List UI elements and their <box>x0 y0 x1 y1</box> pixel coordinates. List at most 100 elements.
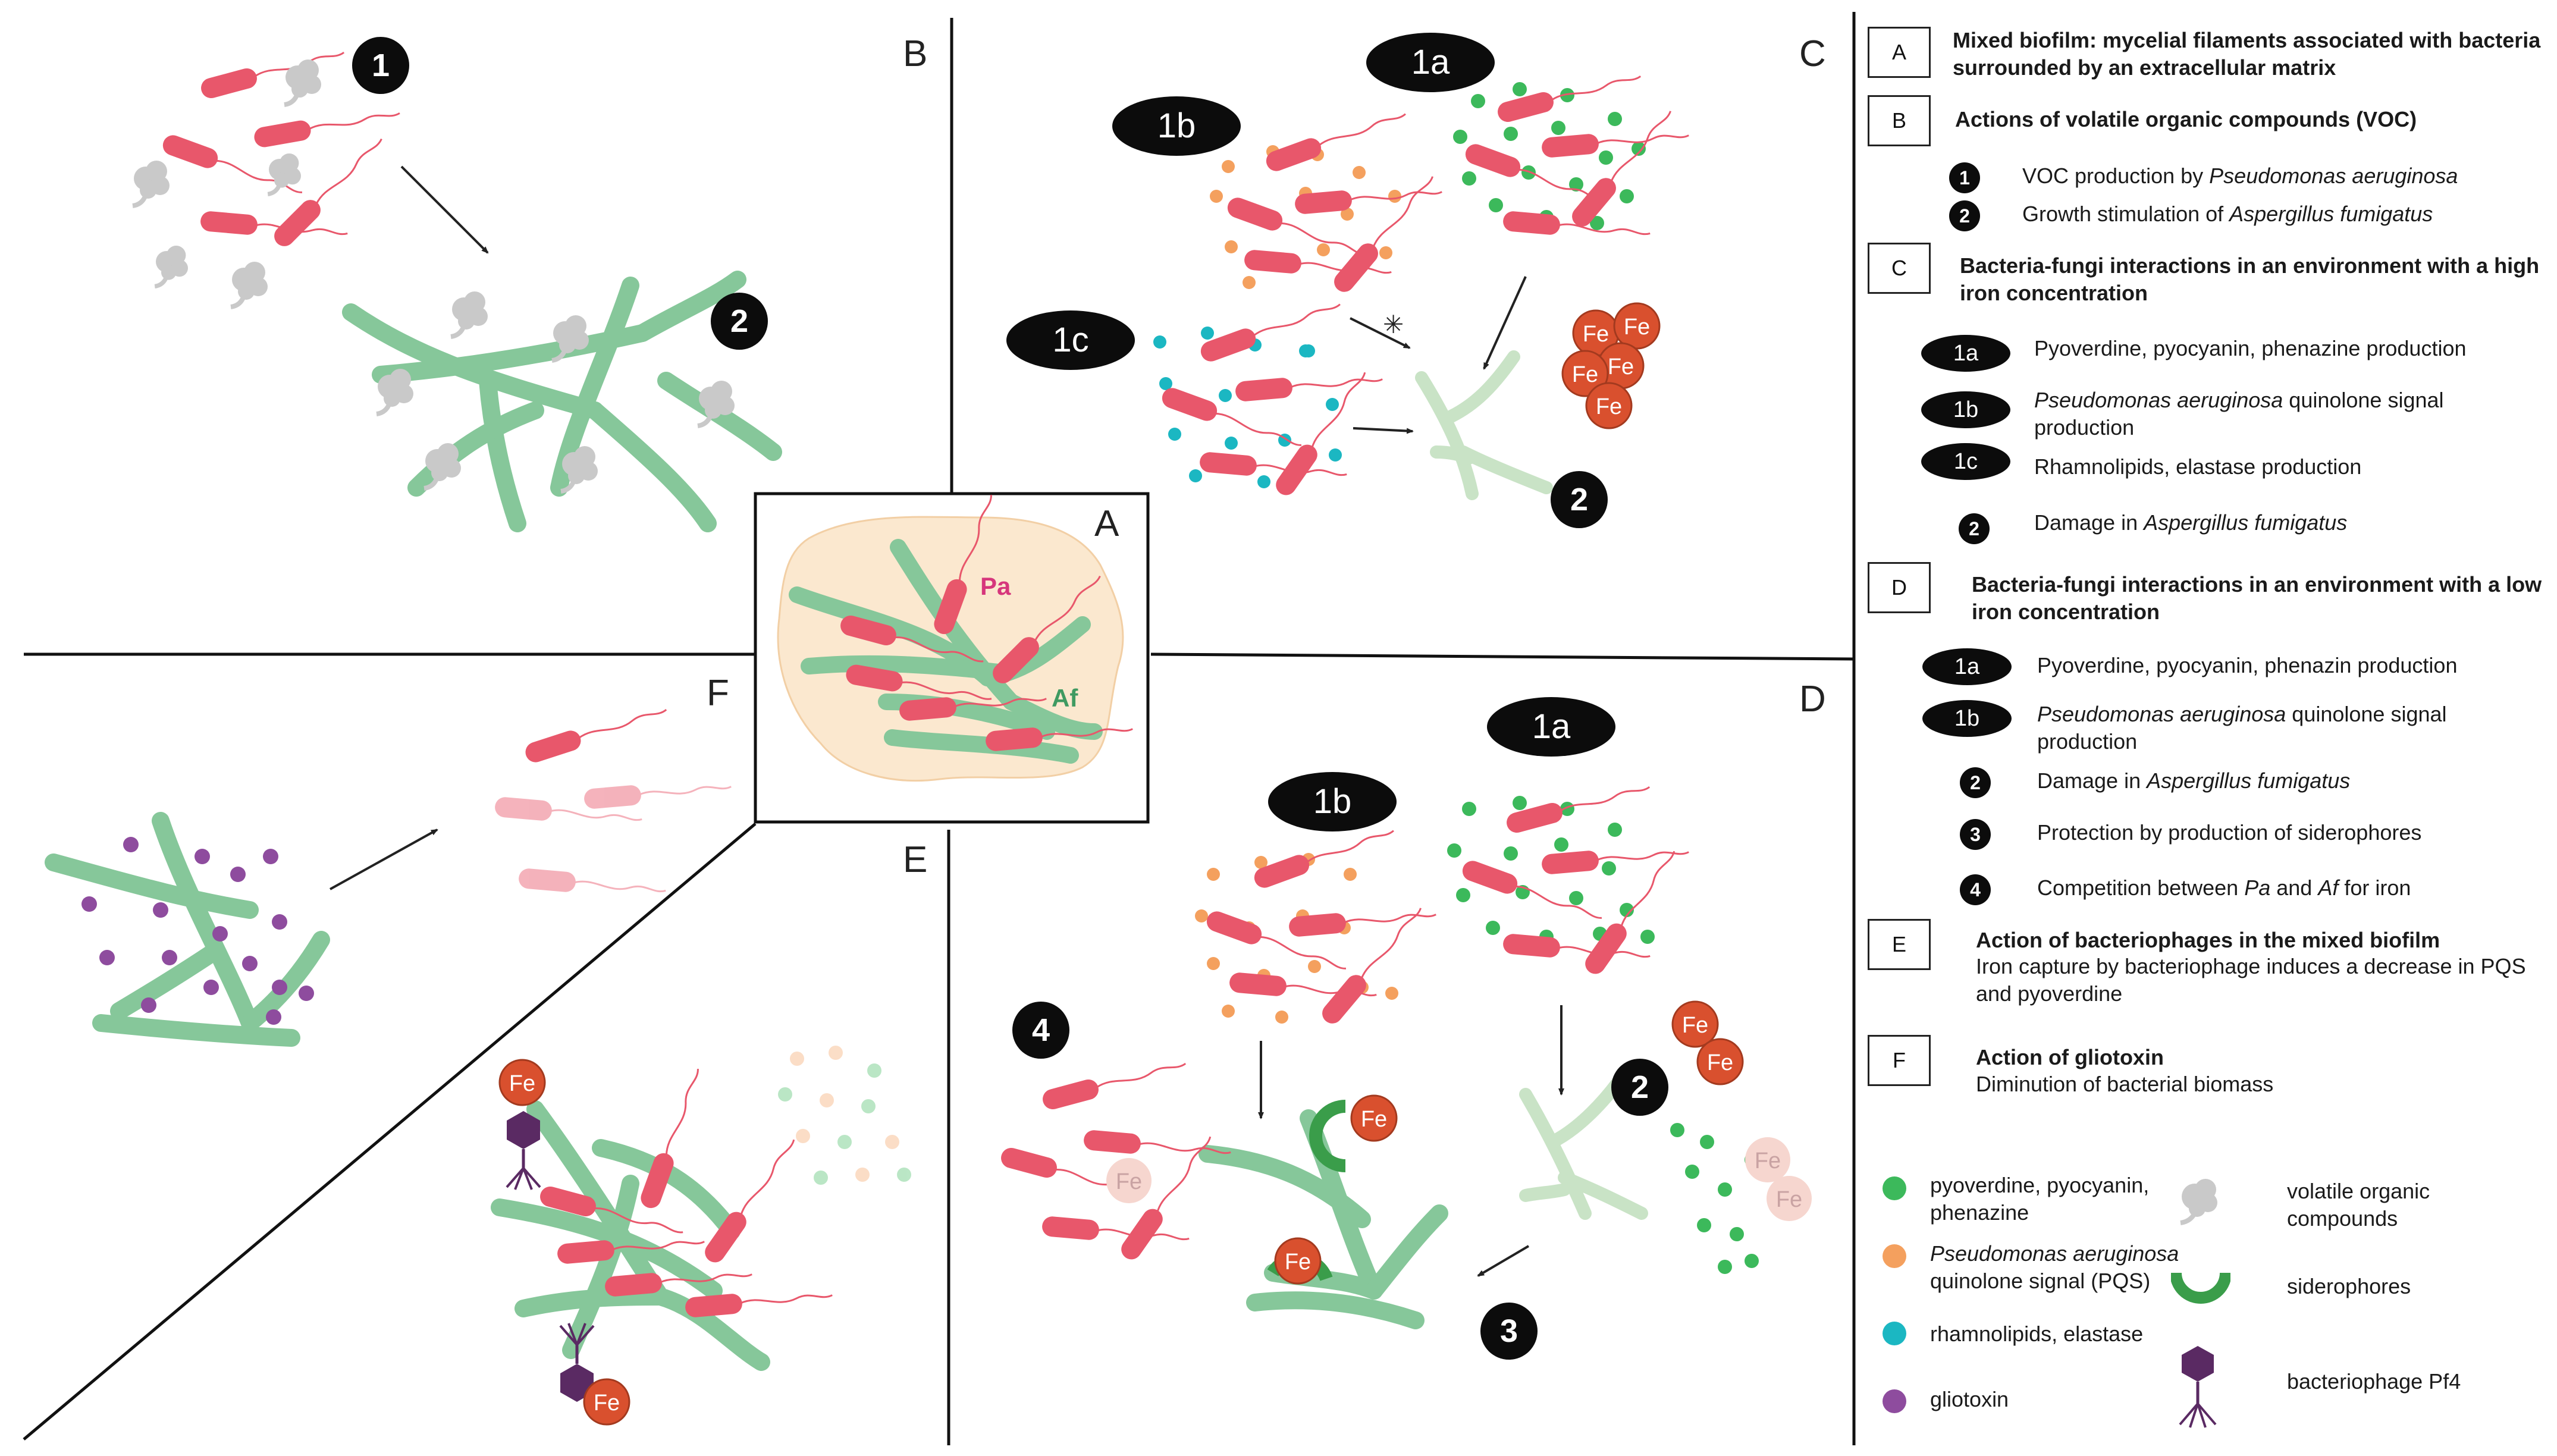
badge-1a-d <box>1487 697 1615 757</box>
legend-a-title: Mixed biofilm: mycelial filaments associ… <box>1953 28 2541 80</box>
fe-label: Fe <box>509 1071 535 1096</box>
fe-label: Fe <box>1572 362 1598 387</box>
badge-1c-c-text: 1c <box>1052 321 1088 359</box>
fe-label: Fe <box>1682 1013 1708 1038</box>
panel-b-illustration <box>133 42 782 532</box>
legend-box-c: C <box>1868 243 1931 294</box>
badge-4-d-text: 4 <box>1032 1012 1050 1048</box>
legend-c-item-1c: Rhamnolipids, elastase production <box>2034 454 2362 479</box>
legend-f-title: Action of gliotoxin <box>1976 1045 2164 1069</box>
key-phage-label: bacteriophage Pf4 <box>2287 1369 2461 1394</box>
fe-label: Fe <box>1624 315 1650 340</box>
green-dot-icon <box>1883 1176 1906 1200</box>
fe-label: Fe <box>1116 1169 1142 1194</box>
legend-d-item-1a: Pyoverdine, pyocyanin, phenazin producti… <box>2037 653 2458 677</box>
iron-phage-e: Fe Fe <box>498 1059 630 1426</box>
panel-label-f: F <box>707 673 729 714</box>
badge-2-b-text: 2 <box>730 303 748 339</box>
siderophores-d: Fe Fe Fe <box>1106 1094 1398 1285</box>
badge-1-b <box>352 37 409 94</box>
panel-label-b: B <box>903 33 928 74</box>
panel-label-a: A <box>1094 503 1119 544</box>
badge-3-d-text: 3 <box>1500 1313 1518 1349</box>
badge-2-b <box>711 293 768 350</box>
badge-1a-d-text: 1a <box>1532 707 1571 746</box>
fe-label: Fe <box>1755 1149 1781 1173</box>
legend-badge: 3 <box>1960 819 1991 850</box>
legend-e-body: Iron capture by bacteriophage induces a … <box>1976 954 2526 1006</box>
legend-d-item-3: Protection by production of siderophores <box>2037 820 2422 845</box>
legend-d-item-1b: Pseudomonas aeruginosa quinolone signal … <box>2037 702 2447 754</box>
pa-label: Pa <box>980 572 1011 600</box>
legend-box-f: F <box>1868 1035 1931 1086</box>
badge-1b-d-text: 1b <box>1313 782 1352 821</box>
badge-1b-c <box>1112 96 1241 156</box>
legend-box-b: B <box>1868 95 1931 146</box>
legend-c-title: Bacteria-fungi interactions in an enviro… <box>1960 253 2540 305</box>
fe-label: Fe <box>594 1391 620 1416</box>
legend-d-item-4: Competition between Pa and Af for iron <box>2037 876 2411 900</box>
panel-label-d: D <box>1799 679 1826 720</box>
cyan-dot-icon <box>1883 1322 1906 1345</box>
legend-badge: 1a <box>1922 648 2012 685</box>
legend-badge: 1c <box>1921 443 2010 480</box>
legend-f-body: Diminution of bacterial biomass <box>1976 1072 2274 1096</box>
af-label: Af <box>1052 684 1078 712</box>
key-purple-label: gliotoxin <box>1930 1387 2009 1411</box>
legend-badge: 2 <box>1960 767 1991 798</box>
fe-label: Fe <box>1583 322 1609 347</box>
fe-label: Fe <box>1361 1107 1387 1132</box>
badge-1a-c-text: 1a <box>1411 43 1450 81</box>
legend-b-title: Actions of volatile organic compounds (V… <box>1955 107 2417 131</box>
legend-b-item-1: VOC production by Pseudomonas aeruginosa <box>2022 164 2458 188</box>
badge-1b-c-text: 1b <box>1157 106 1196 145</box>
legend-badge: 2 <box>1949 200 1980 231</box>
legend-c-item-2: Damage in Aspergillus fumigatus <box>2034 510 2348 535</box>
badge-1c-c <box>1006 310 1135 370</box>
purple-dot-icon <box>1883 1389 1906 1413</box>
legend-d-item-2: Damage in Aspergillus fumigatus <box>2037 768 2351 793</box>
badge-1a-c <box>1366 33 1495 92</box>
panel-label-e: E <box>903 839 928 880</box>
voc-cloud-icon <box>2180 1179 2217 1225</box>
legend-badge: 2 <box>1959 513 1990 544</box>
badge-2-d-text: 2 <box>1631 1069 1649 1105</box>
badge-1b-d <box>1268 772 1397 831</box>
panel-borders <box>23 12 1856 1445</box>
legend-c-item-1b: Pseudomonas aeruginosa quinolone signal … <box>2034 388 2444 440</box>
fe-label: Fe <box>1776 1187 1802 1212</box>
legend-badge: 1b <box>1921 391 2010 428</box>
key-icons-left <box>1883 1176 1906 1345</box>
legend-box-a: A <box>1868 27 1931 78</box>
badge-2-d <box>1611 1059 1668 1116</box>
legend-d-title: Bacteria-fungi interactions in an enviro… <box>1972 572 2542 624</box>
iron-cluster-d: Fe Fe Fe Fe <box>1670 1000 1812 1274</box>
key-siderophore-label: siderophores <box>2287 1274 2411 1298</box>
legend-b-item-2: Growth stimulation of Aspergillus fumiga… <box>2022 202 2433 226</box>
key-voc-label: volatile organic compounds <box>2287 1179 2430 1231</box>
panel-d-illustration <box>997 776 1691 1329</box>
panel-a-illustration <box>777 490 1135 782</box>
fe-label: Fe <box>1596 394 1622 419</box>
legend-badge: 1a <box>1921 335 2010 372</box>
legend-box-e: E <box>1868 919 1931 970</box>
badge-4-d <box>1012 1002 1069 1059</box>
siderophore-icon <box>2171 1272 2230 1304</box>
key-cyan-label: rhamnolipids, elastase <box>1930 1322 2144 1346</box>
svg-text:✳: ✳ <box>1383 310 1404 338</box>
panel-e-illustration <box>491 1046 911 1402</box>
legend-c-item-1a: Pyoverdine, pyocyanin, phenazine product… <box>2034 336 2467 360</box>
badge-3-d <box>1480 1303 1538 1360</box>
panel-f-illustration <box>45 699 733 1047</box>
key-green-label: pyoverdine, pyocyanin, phenazine <box>1930 1173 2150 1225</box>
legend-badge: 1b <box>1922 700 2012 737</box>
fe-label: Fe <box>1608 354 1634 379</box>
legend-badge: 4 <box>1960 874 1991 905</box>
panel-label-c: C <box>1799 33 1826 74</box>
badge-1-b-text: 1 <box>372 48 390 83</box>
legend-badge: 1 <box>1949 162 1980 193</box>
badge-2-c <box>1551 471 1608 528</box>
legend-e-title: Action of bacteriophages in the mixed bi… <box>1976 928 2440 952</box>
